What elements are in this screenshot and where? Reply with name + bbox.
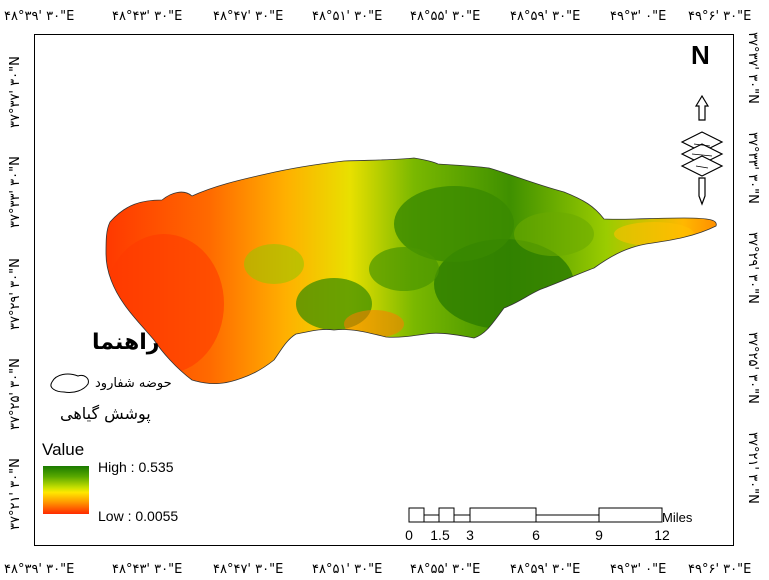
longitude-label: ۴۸°۴۷' ۳۰"E [213,9,284,24]
longitude-label: ۴۹°۶' ۳۰"E [688,9,752,24]
latitude-label: ۳۷°۳۳' ۳۰"N [8,156,23,228]
longitude-label: ۴۹°۳' ۰"E [610,9,667,24]
longitude-label: ۴۸°۳۹' ۳۰"E [4,9,75,24]
latitude-label: ۳۷°۲۵' ۳۰"N [8,358,23,430]
longitude-label: ۴۸°۵۵' ۳۰"E [410,9,481,24]
basin-boundary [105,157,717,384]
value-color-ramp [43,466,89,514]
latitude-label: ۳۷°۲۱' ۳۰"N [745,432,760,504]
value-legend-heading: Value [42,440,85,459]
longitude-label: ۴۹°۳' ۰"E [610,562,667,577]
high-value-label: High : 0.535 [98,459,174,475]
latitude-label: ۳۷°۲۱' ۳۰"N [8,458,23,530]
basin-legend-label: حوضه شفارود [95,376,172,391]
longitude-label: ۴۸°۳۹' ۳۰"E [4,562,75,577]
longitude-label: ۴۸°۵۹' ۳۰"E [510,562,581,577]
scale-label: 0 [405,527,413,543]
scale-label: 1.5 [430,527,450,543]
low-value-label: Low : 0.0055 [98,508,179,524]
vegetation-legend-label: پوشش گیاهی [60,404,151,423]
legend-title: راهنما [92,330,160,355]
longitude-label: ۴۸°۴۳' ۳۰"E [112,9,183,24]
longitude-label: ۴۹°۶' ۳۰"E [688,562,752,577]
scale-label: 3 [466,527,474,543]
scale-label: 9 [595,527,603,543]
basin-symbol-icon [50,373,89,393]
latitude-label: ۳۷°۳۳' ۳۰"N [745,132,760,204]
map-frame [34,34,734,546]
north-label: N [691,40,710,70]
scale-bar [408,507,663,523]
latitude-label: ۳۷°۳۷' ۳۰"N [8,56,23,128]
longitude-label: ۴۸°۴۷' ۳۰"E [213,562,284,577]
longitude-label: ۴۸°۵۵' ۳۰"E [410,562,481,577]
longitude-label: ۴۸°۴۳' ۳۰"E [112,562,183,577]
latitude-label: ۳۷°۲۹' ۳۰"N [745,232,760,304]
latitude-label: ۳۷°۲۵' ۳۰"N [745,332,760,404]
latitude-label: ۳۷°۲۹' ۳۰"N [8,258,23,330]
longitude-label: ۴۸°۵۱' ۳۰"E [312,562,383,577]
latitude-label: ۳۷°۳۷' ۳۰"N [745,32,760,104]
longitude-label: ۴۸°۵۹' ۳۰"E [510,9,581,24]
scale-label: 12 [654,527,670,543]
scale-unit-label: Miles [662,510,693,525]
map-canvas [50,94,724,523]
north-arrow [680,94,724,206]
scale-label: 6 [532,527,540,543]
vegetation-raster [106,158,717,384]
longitude-label: ۴۸°۵۱' ۳۰"E [312,9,383,24]
